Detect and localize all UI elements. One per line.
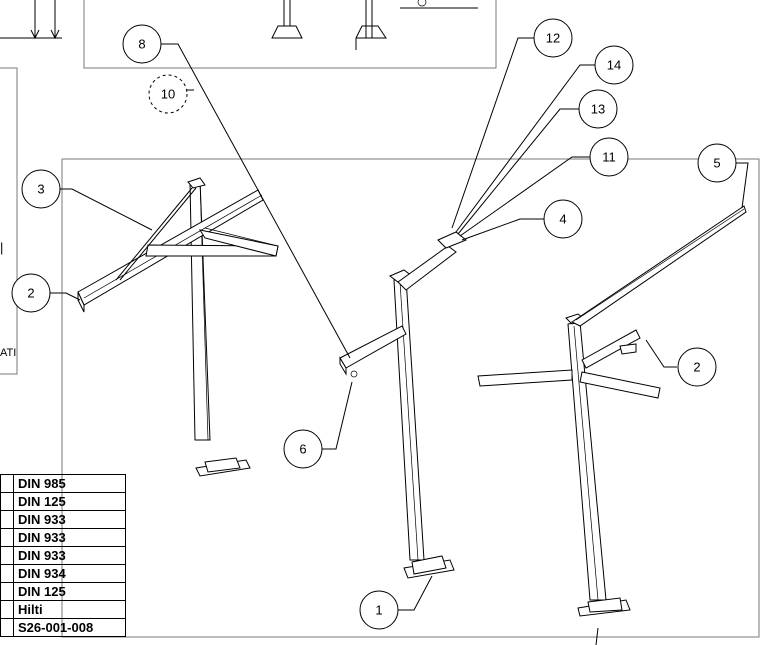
balloon-4: 4 xyxy=(543,199,583,239)
table-row: DIN 985 xyxy=(0,474,126,493)
table-row: DIN 125 xyxy=(0,492,126,511)
left-edge-label: ATI xyxy=(0,347,17,359)
middle-frame-assembly xyxy=(339,231,467,579)
table-row: DIN 933 xyxy=(0,546,126,565)
balloon-label: 10 xyxy=(161,87,175,102)
left-edge-tick: | xyxy=(0,240,4,255)
table-row: DIN 125 xyxy=(0,582,126,601)
balloon-6: 6 xyxy=(283,429,323,469)
top-view-fragments xyxy=(271,0,478,50)
balloon-2-right: 2 xyxy=(677,347,717,387)
table-row: S26-001-008 xyxy=(0,618,126,637)
bom-standard: DIN 934 xyxy=(13,564,126,583)
table-row: DIN 933 xyxy=(0,510,126,529)
balloon-label: 2 xyxy=(27,286,34,301)
balloon-11: 11 xyxy=(589,137,629,177)
left-frame-assembly xyxy=(77,177,279,477)
table-row: DIN 934 xyxy=(0,564,126,583)
balloon-5: 5 xyxy=(697,143,737,183)
balloon-12: 12 xyxy=(533,18,573,58)
table-row: Hilti xyxy=(0,600,126,619)
leader-lines xyxy=(50,37,749,645)
bom-standard: DIN 933 xyxy=(13,510,126,529)
bill-of-materials-table: DIN 985 DIN 125 DIN 933 DIN 933 DIN 933 … xyxy=(0,474,126,637)
bom-standard: DIN 125 xyxy=(13,492,126,511)
right-frame-assembly xyxy=(477,205,747,617)
balloon-label: 5 xyxy=(713,156,720,171)
balloon-14: 14 xyxy=(594,45,634,85)
balloon-8: 8 xyxy=(122,24,162,64)
balloon-10: 10 xyxy=(148,74,188,114)
balloon-label: 13 xyxy=(591,102,605,117)
drawing-frames xyxy=(0,0,760,638)
balloon-label: 6 xyxy=(299,442,306,457)
bom-standard: S26-001-008 xyxy=(13,618,126,637)
balloon-label: 4 xyxy=(559,212,566,227)
bom-standard: DIN 933 xyxy=(13,528,126,547)
table-row: DIN 933 xyxy=(0,528,126,547)
balloon-label: 12 xyxy=(546,31,560,46)
top-left-dimension xyxy=(0,0,62,40)
bom-standard: Hilti xyxy=(13,600,126,619)
balloon-3: 3 xyxy=(21,169,61,209)
balloon-1: 1 xyxy=(359,590,399,630)
balloon-13: 13 xyxy=(578,89,618,129)
balloon-label: 2 xyxy=(693,360,700,375)
balloon-label: 8 xyxy=(138,37,145,52)
bom-standard: DIN 125 xyxy=(13,582,126,601)
balloon-label: 1 xyxy=(375,603,382,618)
balloon-label: 11 xyxy=(602,150,616,165)
balloon-label: 3 xyxy=(37,182,44,197)
bom-standard: DIN 985 xyxy=(13,474,126,493)
balloon-2-left: 2 xyxy=(11,273,51,313)
bom-standard: DIN 933 xyxy=(13,546,126,565)
balloon-label: 14 xyxy=(607,58,621,73)
